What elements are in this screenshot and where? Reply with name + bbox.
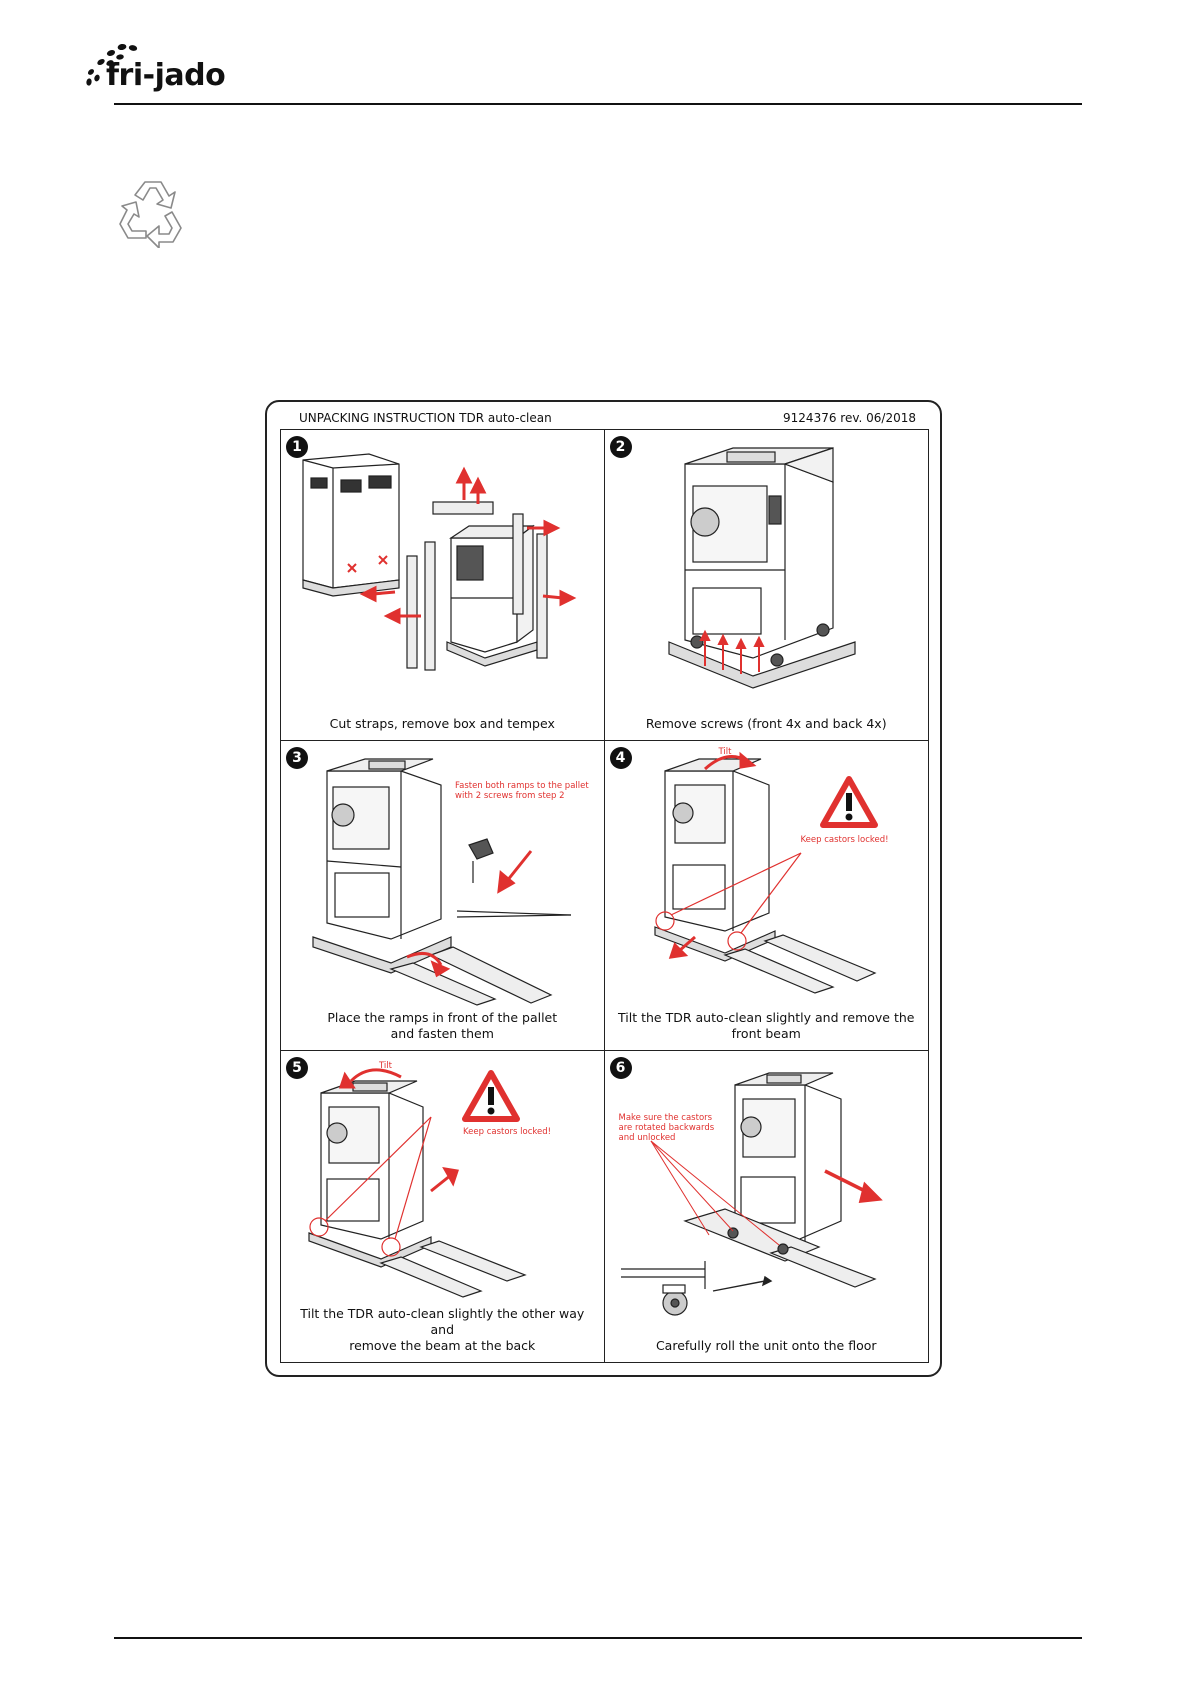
fri-jado-dots-logo [86, 43, 138, 86]
note-line: Fasten both ramps to the pallet [455, 780, 589, 791]
sheet-document-code: 9124376 rev. 06/2018 [783, 411, 916, 425]
step-panel-3: 3 Fasten both ramps to the pallet with 2… [281, 740, 605, 1052]
step-panel-6: 6 Make sure the castors are rotated back… [605, 1051, 929, 1362]
caption-line: Tilt the TDR auto-clean slightly the oth… [300, 1305, 585, 1337]
logo-wordmark: fri-jado [106, 58, 226, 93]
header-divider [114, 103, 1082, 105]
note-line: Make sure the castors [618, 1113, 713, 1124]
step-6-caption: Carefully roll the unit onto the floor [611, 1338, 923, 1354]
step-number-badge: 6 [609, 1057, 632, 1080]
step-5-caption: Tilt the TDR auto-clean slightly the oth… [287, 1306, 598, 1354]
tilt-note: Tilt [379, 1061, 392, 1071]
sheet-title: UNPACKING INSTRUCTION TDR auto-clean [299, 411, 552, 425]
step-1-caption: Cut straps, remove box and tempex [287, 716, 598, 732]
recycle-icon [119, 181, 182, 248]
step-5-illustration [308, 1068, 527, 1298]
step-4-illustration [653, 751, 878, 994]
caption-line: Tilt the TDR auto-clean slightly and rem… [618, 1010, 915, 1026]
note-line: Keep castors locked! [800, 834, 889, 845]
step-number-badge: 3 [286, 746, 308, 769]
steps-grid: 1 Cut straps, remove box and tempex [280, 429, 929, 1363]
note-line: Keep castors locked! [463, 1127, 552, 1138]
step-6-illustration [620, 1072, 883, 1316]
note-line: with 2 screws from step 2 [455, 790, 565, 801]
keep-castors-locked-note: Keep castors locked! [463, 1127, 551, 1137]
step-2-caption: Remove screws (front 4x and back 4x) [611, 716, 923, 732]
caption-line: front beam [731, 1026, 801, 1042]
step-panel-4: 4 Tilt Keep castors locked! Tilt the TDR… [604, 741, 928, 1052]
step-3-caption: Place the ramps in front of the pallet a… [287, 1010, 598, 1042]
caption-line: Carefully roll the unit onto the floor [655, 1337, 877, 1353]
step-number-badge: 5 [286, 1057, 308, 1080]
caption-line: Cut straps, remove box and tempex [329, 715, 555, 731]
caption-line: Remove screws (front 4x and back 4x) [645, 715, 887, 731]
note-line: are rotated backwards [618, 1123, 715, 1134]
step-panel-1: 1 Cut straps, remove box and tempex [281, 430, 605, 741]
note-line: Tilt [379, 1061, 392, 1072]
step-panel-2: 2 Remove screws (front 4x and back 4x) [604, 430, 928, 741]
step-1-illustration [302, 453, 577, 671]
footer-divider [114, 1637, 1082, 1639]
step-number-badge: 4 [609, 746, 632, 769]
step-4-caption: Tilt the TDR auto-clean slightly and rem… [611, 1010, 923, 1042]
note-line: Tilt [718, 746, 732, 757]
step-3-illustration [312, 758, 572, 1006]
caption-line: Place the ramps in front of the pallet [327, 1010, 558, 1026]
step-number-badge: 2 [609, 436, 632, 458]
step-panel-5: 5 Tilt Keep castors locked! Tilt the TDR… [281, 1051, 605, 1362]
castors-rotated-note: Make sure the castors are rotated backwa… [619, 1113, 715, 1143]
ramp-fasten-note: Fasten both ramps to the pallet with 2 s… [455, 781, 589, 801]
step-number-badge: 1 [286, 436, 308, 458]
tilt-note: Tilt [719, 747, 732, 757]
unpacking-instruction-sheet: UNPACKING INSTRUCTION TDR auto-clean 912… [265, 400, 942, 1377]
step-2-illustration [667, 447, 856, 689]
caption-line: remove the beam at the back [349, 1337, 536, 1353]
keep-castors-locked-note: Keep castors locked! [801, 835, 889, 845]
caption-line: and fasten them [390, 1026, 494, 1042]
note-line: and unlocked [618, 1133, 676, 1144]
